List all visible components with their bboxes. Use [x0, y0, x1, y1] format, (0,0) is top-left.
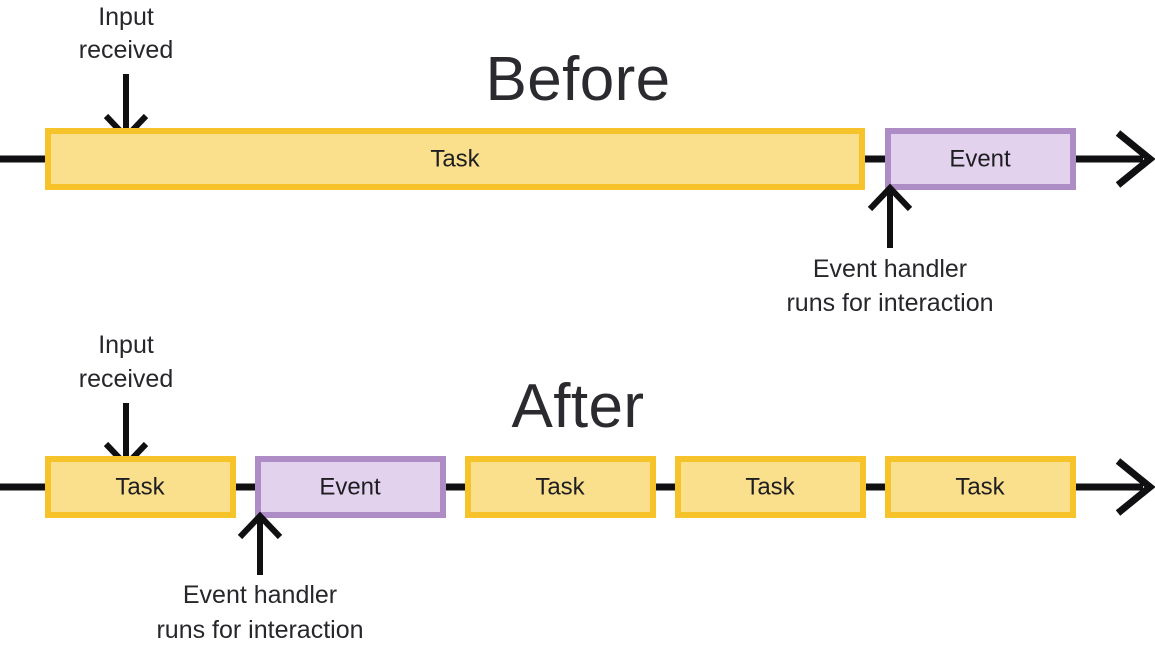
- before-task-block: Task: [45, 128, 865, 190]
- before-section-title: Before: [485, 45, 670, 114]
- before-task-block-rect: [45, 128, 865, 190]
- after-input-annotation-line2: received: [79, 365, 174, 393]
- before-event-block-label: Event: [949, 145, 1011, 172]
- after-timeline-axis: [0, 458, 1155, 516]
- before-input-arrow-down-icon: [103, 74, 149, 142]
- after-task-block-1: Task: [45, 456, 236, 518]
- before-event-block: Event: [885, 128, 1076, 190]
- before-event-handler-annotation: Event handler runs for interaction: [786, 255, 993, 317]
- before-timeline-axis: [0, 130, 1155, 188]
- before-task-block-label: Task: [430, 145, 480, 172]
- before-input-received-annotation: Input received: [79, 3, 174, 64]
- after-handler-annotation-line2: runs for interaction: [156, 616, 363, 644]
- after-task-block-4-rect: [885, 456, 1076, 518]
- after-task-block-3-label: Task: [745, 473, 795, 500]
- after-task-block-3: Task: [675, 456, 866, 518]
- after-task-block-4: Task: [885, 456, 1076, 518]
- before-input-annotation-line2: received: [79, 36, 174, 64]
- after-section-title: After: [512, 372, 645, 441]
- after-handler-annotation-line1: Event handler: [183, 581, 337, 609]
- before-handler-annotation-line1: Event handler: [813, 255, 967, 283]
- after-task-block-2: Task: [465, 456, 656, 518]
- after-input-annotation-line1: Input: [98, 331, 154, 359]
- after-event-block: Event: [255, 456, 446, 518]
- after-event-block-rect: [255, 456, 446, 518]
- after-task-block-2-label: Task: [535, 473, 585, 500]
- after-task-block-2-rect: [465, 456, 656, 518]
- before-section: Before Input received Task: [0, 3, 1155, 317]
- after-task-block-4-label: Task: [955, 473, 1005, 500]
- before-handler-annotation-line2: runs for interaction: [786, 289, 993, 317]
- after-task-block-1-rect: [45, 456, 236, 518]
- after-input-received-annotation: Input received: [79, 331, 174, 393]
- after-event-handler-annotation: Event handler runs for interaction: [156, 581, 363, 644]
- before-timeline-arrowhead-icon: [1115, 130, 1155, 188]
- after-event-block-label: Event: [319, 473, 381, 500]
- after-section: After Input received: [0, 331, 1155, 644]
- after-task-block-1-label: Task: [115, 473, 165, 500]
- before-input-annotation-line1: Input: [98, 3, 154, 31]
- before-event-block-rect: [885, 128, 1076, 190]
- after-event-handler-arrow-up-icon: [237, 511, 283, 575]
- after-timeline-arrowhead-icon: [1115, 458, 1155, 516]
- after-input-arrow-down-icon: [103, 403, 149, 470]
- before-event-handler-arrow-up-icon: [867, 183, 913, 248]
- after-task-block-3-rect: [675, 456, 866, 518]
